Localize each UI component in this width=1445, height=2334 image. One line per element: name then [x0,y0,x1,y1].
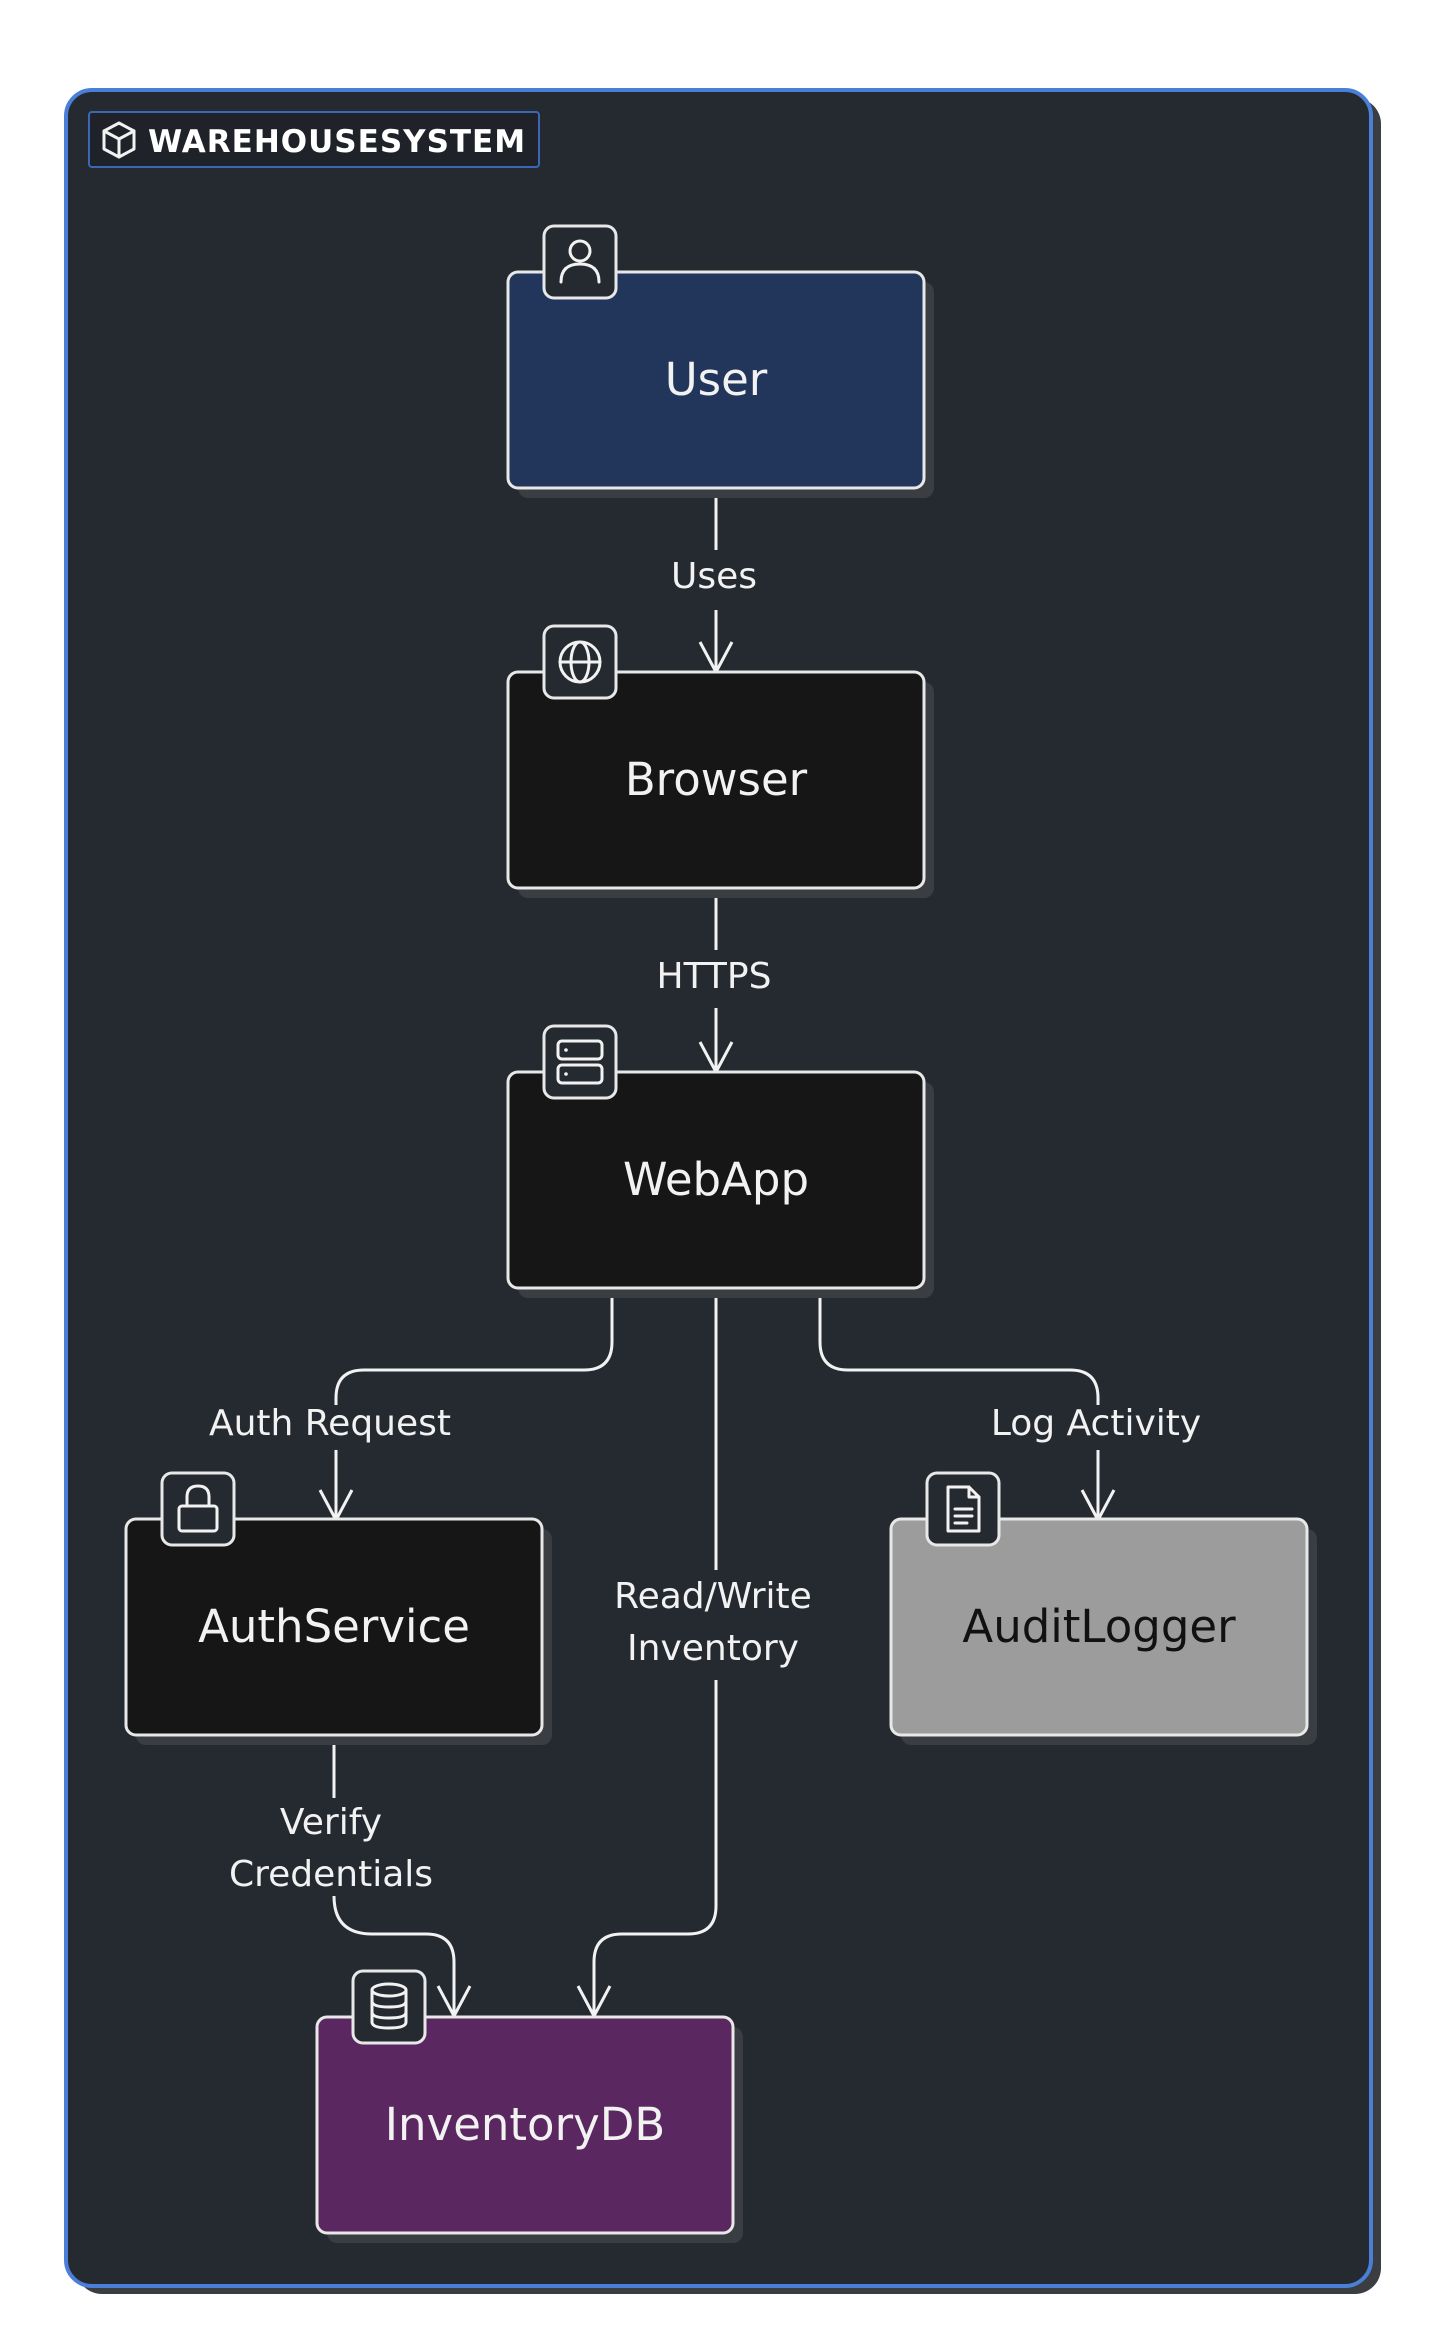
node-label-inventorydb: InventoryDB [385,2098,665,2151]
node-box [889,1517,1309,1737]
edge-label-read-write-line2: Inventory [627,1628,799,1669]
node-inventorydb[interactable]: InventoryDB [315,1969,743,2243]
edge-label-auth-request: Auth Request [209,1403,451,1444]
globe-icon [542,624,618,700]
node-authservice[interactable]: AuthService [124,1471,552,1745]
nodes: User Browser WebApp [124,224,1317,2243]
node-label-browser: Browser [625,753,808,806]
node-label-authservice: AuthService [198,1600,470,1653]
node-label-auditlogger: AuditLogger [962,1600,1236,1653]
node-label-webapp: WebApp [623,1153,809,1206]
node-box [124,1517,544,1737]
edge-label-read-write-line1: Read/Write [614,1576,812,1617]
group-label: WAREHOUSESYSTEM [148,124,526,160]
node-browser[interactable]: Browser [506,624,934,898]
node-box [315,2015,735,2235]
edge-labels: Uses HTTPS Auth Request Log Activity Rea… [209,556,1201,1895]
server-icon [542,1024,618,1100]
database-icon [351,1969,427,2045]
node-auditlogger[interactable]: AuditLogger [889,1471,1317,1745]
user-icon [542,224,618,300]
node-box [506,670,926,890]
edge-label-uses: Uses [671,556,757,597]
group-label-box [88,111,540,168]
lock-icon [160,1471,236,1547]
node-box [506,270,926,490]
document-icon [925,1471,1001,1547]
edge-label-verify-line2: Credentials [229,1854,433,1895]
edge-label-log-activity: Log Activity [991,1403,1201,1444]
edge-label-https: HTTPS [657,956,772,997]
node-box [506,1070,926,1290]
node-user[interactable]: User [506,224,934,498]
edges [318,490,1116,2020]
node-label-user: User [665,353,768,406]
node-webapp[interactable]: WebApp [506,1024,934,1298]
edge-label-verify-line1: Verify [280,1802,382,1843]
cube-icon [102,121,136,159]
